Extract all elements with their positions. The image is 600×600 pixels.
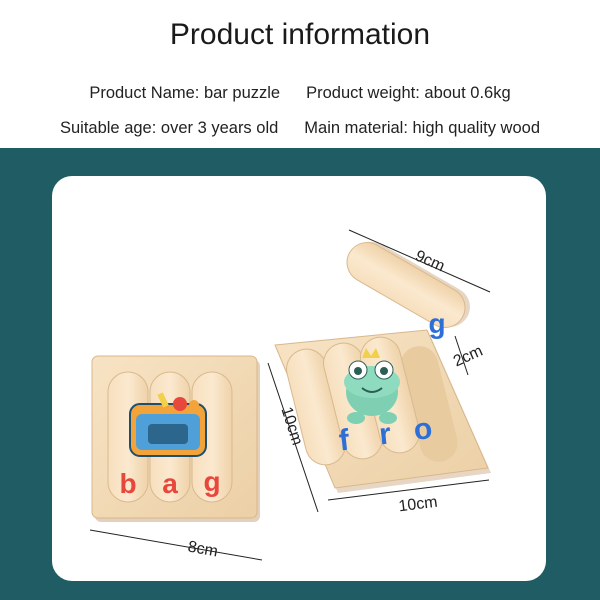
bag-illustration (129, 392, 207, 457)
frog-illustration (344, 348, 400, 424)
main-material: Main material: high quality wood (304, 119, 541, 137)
dimension-stick-width: 2cm (451, 343, 486, 371)
product-info-header: Product information Product Name: bar pu… (0, 0, 600, 148)
letter-g-loose: g (428, 308, 445, 339)
letter-f: f (337, 423, 351, 457)
info-row-1: Product Name: bar puzzle Product weight: … (0, 84, 600, 103)
product-name: Product Name: bar puzzle (89, 84, 281, 102)
dimension-left-width: 8cm (186, 538, 219, 560)
page-title: Product information (169, 18, 431, 51)
frog-puzzle: f r o (274, 329, 491, 493)
loose-stick: g (346, 241, 470, 339)
letter-r: r (378, 417, 393, 451)
suitable-age: Suitable age: over 3 years old (59, 119, 279, 137)
bag-puzzle: b a g (91, 355, 260, 522)
product-weight: Product weight: about 0.6kg (306, 84, 511, 102)
letter-o: o (412, 412, 434, 447)
dimension-lines (89, 229, 491, 561)
letter-g: g (203, 466, 220, 497)
letter-b: b (119, 468, 136, 499)
info-row-2: Suitable age: over 3 years old Main mater… (0, 119, 600, 138)
dimension-right-width: 10cm (398, 494, 439, 516)
letter-a: a (162, 468, 178, 499)
